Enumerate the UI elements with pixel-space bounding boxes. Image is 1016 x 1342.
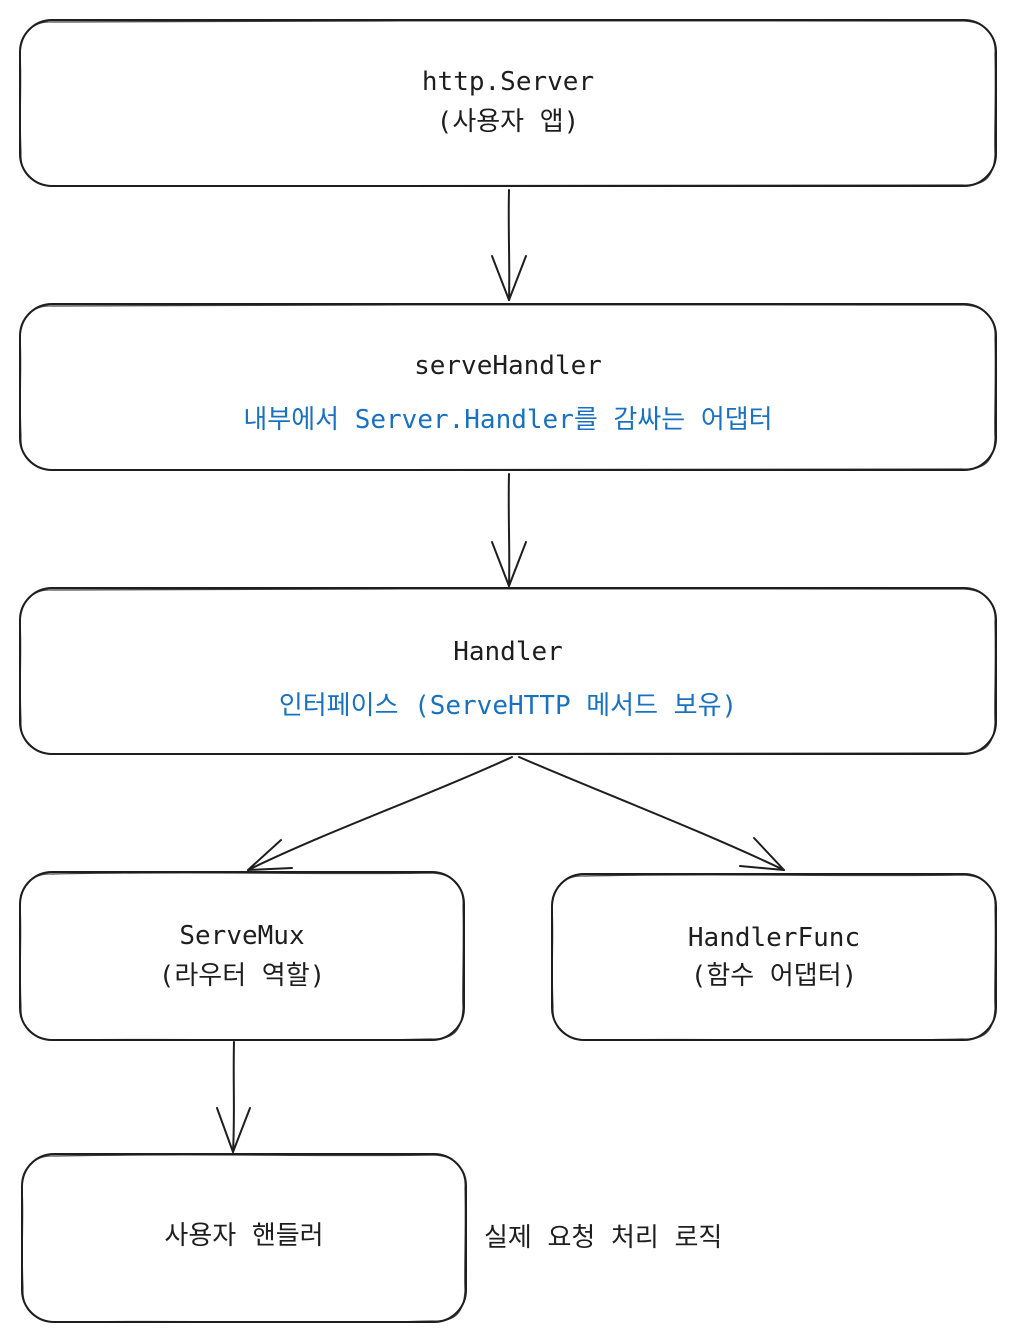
node-handler-func: HandlerFunc (함수 어댑터) <box>551 873 997 1041</box>
serve-mux-title: ServeMux <box>179 921 304 951</box>
edge-http-server-to-serve-handler <box>491 189 527 301</box>
node-serve-handler: serveHandler 내부에서 Server.Handler를 감싸는 어댑… <box>19 303 997 471</box>
serve-mux-subtitle: (라우터 역할) <box>159 961 326 991</box>
node-user-handler: 사용자 핸들러 <box>21 1153 467 1323</box>
handler-title: Handler <box>453 637 563 667</box>
edge-handler-to-serve-mux <box>247 756 513 871</box>
handler-func-subtitle: (함수 어댑터) <box>691 961 858 991</box>
node-http-server: http.Server (사용자 앱) <box>19 19 997 187</box>
http-server-subtitle: (사용자 앱) <box>437 107 580 137</box>
edge-serve-mux-to-user-handler <box>216 1041 251 1153</box>
handler-note: 인터페이스 (ServeHTTP 메서드 보유) <box>279 691 737 721</box>
user-handler-annotation: 실제 요청 처리 로직 <box>484 1223 722 1253</box>
user-handler-title: 사용자 핸들러 <box>164 1221 323 1251</box>
serve-handler-note: 내부에서 Server.Handler를 감싸는 어댑터 <box>243 405 772 435</box>
edge-handler-to-handler-func <box>518 756 785 871</box>
node-handler: Handler 인터페이스 (ServeHTTP 메서드 보유) <box>19 587 997 755</box>
serve-handler-title: serveHandler <box>414 351 602 381</box>
http-server-title: http.Server <box>422 67 594 97</box>
edge-serve-handler-to-handler <box>491 473 527 587</box>
node-serve-mux: ServeMux (라우터 역할) <box>19 871 465 1041</box>
handler-func-title: HandlerFunc <box>688 923 860 953</box>
